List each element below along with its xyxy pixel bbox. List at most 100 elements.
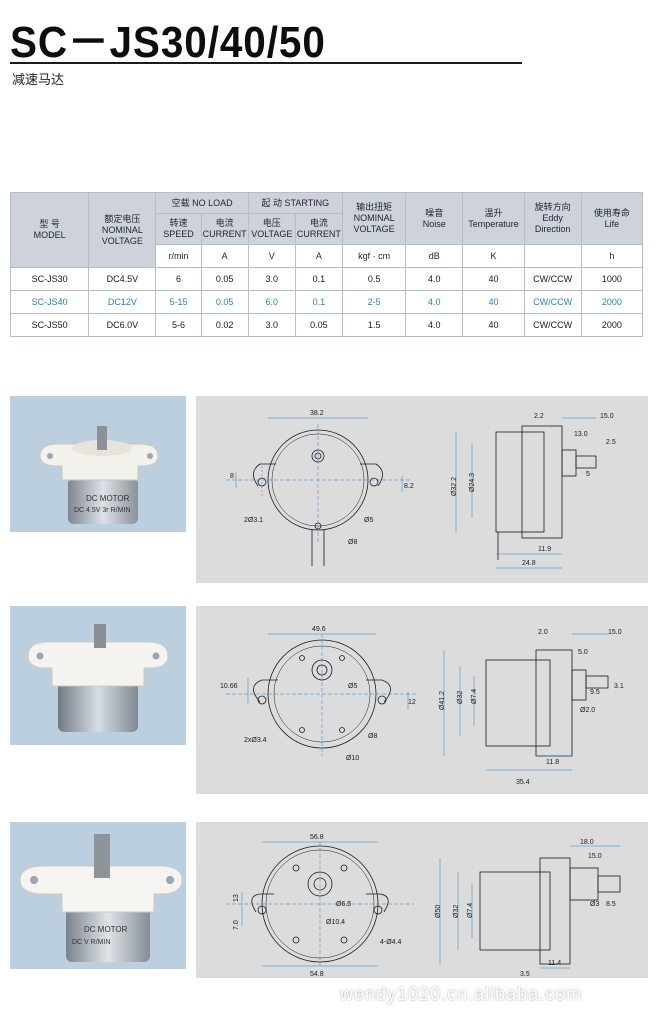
dim-bottom: 54.8 — [310, 971, 324, 978]
dim-shaft-hole: Ø5 — [364, 517, 373, 524]
col-noload: 空载 NO LOAD — [155, 192, 249, 214]
page-title: SC－JS30/40/50 — [10, 18, 326, 67]
table-cell: 3.0 — [247, 267, 296, 291]
dim-hole-h: 10.66 — [220, 683, 238, 690]
table-cell: 2000 — [580, 313, 644, 337]
dim-side-4: 2.5 — [606, 439, 616, 446]
dim-dia-2: Ø32 — [457, 691, 464, 704]
dim-width: 56.8 — [310, 834, 324, 841]
dim-dia-1: Ø32.2 — [451, 477, 458, 496]
photo-label-1: DC MOTOR — [84, 925, 128, 934]
table-cell: 40 — [462, 290, 525, 314]
unit-cell: dB — [405, 244, 464, 268]
table-cell: SC-JS50 — [9, 313, 90, 337]
table-cell: 2000 — [580, 290, 644, 314]
dim-dia-2: Ø32 — [453, 905, 460, 918]
dim-side-1: 2.2 — [534, 413, 544, 420]
dim-side-4: 9.5 — [590, 689, 600, 696]
table-cell: DC6.0V — [88, 313, 157, 337]
unit-cell — [523, 244, 582, 268]
col-starting: 起 动 STARTING — [247, 192, 344, 214]
dim-holes: 2Ø3.1 — [244, 517, 263, 524]
dim-hole-v: 8.2 — [404, 483, 414, 490]
table-cell: 6 — [155, 267, 202, 291]
table-cell: 4.0 — [405, 313, 464, 337]
table-cell: 1.5 — [341, 313, 407, 337]
dim-body-2: 3.5 — [520, 971, 530, 978]
dim-dia-2: Ø24.3 — [469, 473, 476, 492]
dim-hole-h2: 13 — [233, 894, 240, 902]
table-cell: DC12V — [88, 290, 157, 314]
dim-side-3: 13.0 — [574, 431, 588, 438]
table-cell: 5-15 — [155, 290, 202, 314]
dim-hole-v: 12 — [408, 699, 416, 706]
units-row: r/min A V A kgf · cm dB K h — [11, 244, 644, 268]
table-cell: 3.0 — [247, 313, 296, 337]
table-cell: 2-5 — [341, 290, 407, 314]
table-cell: 40 — [462, 267, 525, 291]
dim-holes: 2xØ3.4 — [244, 737, 267, 744]
dim-width: 38.2 — [310, 410, 324, 417]
table-cell: 0.1 — [294, 290, 344, 314]
table-cell: 0.05 — [294, 313, 344, 337]
dim-shaft-hole: Ø6.5 — [336, 901, 351, 908]
unit-cell: A — [200, 244, 249, 268]
table-cell: 0.02 — [200, 313, 249, 337]
table-cell: 0.05 — [200, 267, 249, 291]
drawing-js30: 38.2 8 8.2 2Ø3.1 Ø5 Ø8 2.2 15.0 13.0 2.5… — [196, 396, 648, 583]
dim-body-1: 11.4 — [548, 960, 561, 967]
dim-side-5: 5 — [586, 471, 590, 478]
dim-body-2: 35.4 — [516, 779, 530, 786]
unit-cell: A — [294, 244, 344, 268]
watermark: wendy1020.cn.alibaba.com — [340, 984, 583, 1004]
motor-photo-js40 — [10, 606, 186, 745]
dim-inner: Ø10 — [346, 755, 359, 762]
dim-side-1: 18.0 — [580, 839, 594, 846]
dim-shaft-hole: Ø5 — [348, 683, 357, 690]
table-cell: SC-JS40 — [9, 290, 90, 314]
table-cell: DC4.5V — [88, 267, 157, 291]
table-cell: CW/CCW — [523, 290, 582, 314]
dim-side-3: 5.0 — [578, 649, 588, 656]
dim-boss: Ø8 — [348, 539, 357, 546]
dim-body-2: 24.8 — [522, 560, 536, 567]
table-cell: 4.0 — [405, 290, 464, 314]
table-cell: 0.1 — [294, 267, 344, 291]
dim-side-2: 15.0 — [588, 853, 602, 860]
dim-side-3: Ø3 — [590, 901, 599, 908]
dim-side-1: 2.0 — [538, 629, 548, 636]
title-divider — [10, 62, 522, 64]
table-cell: 1000 — [580, 267, 644, 291]
unit-cell: K — [462, 244, 525, 268]
unit-cell: h — [580, 244, 644, 268]
dim-inner: Ø10.4 — [326, 919, 345, 926]
dim-body-1: 11.8 — [546, 759, 559, 766]
dim-dia-3: Ø7.4 — [467, 903, 474, 918]
unit-cell: V — [247, 244, 296, 268]
dim-boss: Ø8 — [368, 733, 377, 740]
dim-side-2: 15.0 — [600, 413, 614, 420]
photo-label-2: DC V R/MIN — [72, 939, 111, 946]
motor-photo-js30: DC MOTOR DC 4.5V 3r R/MIN — [10, 396, 186, 532]
photo-label-2: DC 4.5V 3r R/MIN — [74, 507, 130, 514]
dim-side-5: 3.1 — [614, 683, 624, 690]
dim-shaft-d: Ø2.0 — [580, 707, 595, 714]
table-cell: 0.05 — [200, 290, 249, 314]
table-cell: 6.0 — [247, 290, 296, 314]
drawing-js40: 49.6 10.66 12 2xØ3.4 Ø5 Ø8 Ø10 2.0 15.0 … — [196, 606, 648, 794]
dim-hole-h: 8 — [230, 473, 234, 480]
table-cell: 0.5 — [341, 267, 407, 291]
dim-side-2: 15.0 — [608, 629, 622, 636]
